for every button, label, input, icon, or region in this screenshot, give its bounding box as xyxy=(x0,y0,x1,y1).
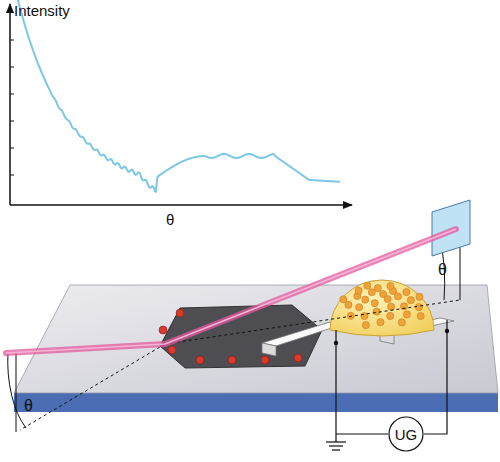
angle-lines xyxy=(8,240,460,432)
ion xyxy=(355,287,362,294)
ion xyxy=(403,288,410,295)
circuit-wires xyxy=(326,320,447,450)
ion xyxy=(362,322,369,329)
ion xyxy=(388,303,395,310)
terminal xyxy=(334,341,338,345)
ion xyxy=(377,319,384,326)
angle-label: θ xyxy=(24,398,33,414)
source-circle xyxy=(389,417,423,451)
reflectivity-curve xyxy=(13,0,340,192)
ion xyxy=(371,300,378,307)
x-ray-beam xyxy=(6,229,456,353)
terminal xyxy=(445,329,449,333)
ionic-liquid-drop xyxy=(330,280,434,336)
substrate-top xyxy=(14,285,498,393)
angle-label: θ xyxy=(438,262,447,278)
charge-dot xyxy=(196,356,204,364)
ion xyxy=(417,312,424,319)
electrode-side xyxy=(262,343,276,356)
source-label: UG xyxy=(395,427,418,442)
ion xyxy=(364,282,371,289)
axis-title: θ xyxy=(166,212,174,227)
ion xyxy=(387,312,394,319)
ion xyxy=(398,319,405,326)
charge-dot xyxy=(228,356,236,364)
ion xyxy=(368,289,375,296)
voltage-source: UG xyxy=(388,416,424,452)
ion xyxy=(345,301,352,308)
charge-dot xyxy=(168,346,176,354)
ion xyxy=(387,282,394,289)
ion xyxy=(340,296,347,303)
ion xyxy=(403,311,410,318)
ion xyxy=(362,296,369,303)
ion xyxy=(374,284,381,291)
ion xyxy=(380,290,387,297)
ions xyxy=(340,282,425,329)
charge-dot xyxy=(294,354,302,362)
x-ray-beam-core xyxy=(6,229,456,353)
axis-title: Intensity xyxy=(14,3,70,18)
substrate-side xyxy=(14,393,498,412)
charge-dot xyxy=(159,326,167,334)
ion xyxy=(416,293,423,300)
ion xyxy=(415,304,422,311)
ion xyxy=(407,297,414,304)
charge-dot xyxy=(176,309,184,317)
charge-dot xyxy=(261,356,269,364)
ion xyxy=(356,304,363,311)
